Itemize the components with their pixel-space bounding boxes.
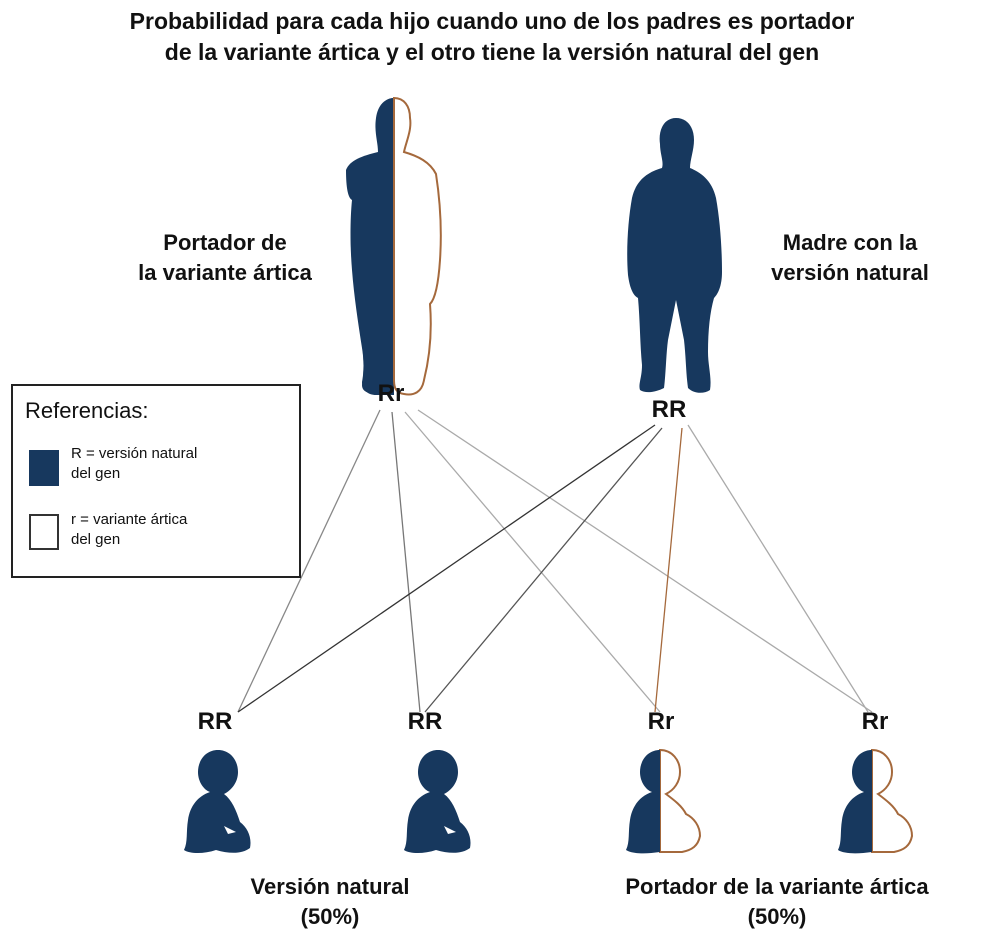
child-1-genotype: RR — [197, 708, 233, 735]
legend-item-arctic-line-2: del gen — [71, 531, 121, 548]
outcome-natural: Versión natural (50%) — [180, 872, 480, 932]
legend-item-natural-line-2: del gen — [71, 465, 121, 482]
line-mother-child3 — [654, 427, 683, 713]
legend-title: Referencias: — [25, 398, 149, 423]
outcome-natural-label: Versión natural — [250, 874, 410, 899]
line-mother-child2 — [424, 427, 663, 713]
outcome-natural-percent: (50%) — [300, 904, 360, 929]
father-right-half — [393, 96, 442, 396]
child-2-genotype: RR — [407, 708, 443, 735]
child-4-genotype: Rr — [861, 708, 889, 735]
legend-swatch-natural — [29, 450, 59, 486]
child-3-figure — [626, 748, 702, 854]
inheritance-lines — [237, 409, 873, 713]
child-figures — [184, 748, 914, 854]
child-2-figure — [404, 750, 471, 853]
mother-label-line-2: versión natural — [771, 260, 929, 285]
legend-item-natural-line-1: R = versión natural — [71, 445, 198, 462]
line-father-child2 — [391, 411, 421, 713]
father-genotype: Rr — [377, 380, 405, 407]
legend-item-arctic-line-1: r = variante ártica — [71, 511, 188, 528]
mother-genotype: RR — [651, 396, 687, 423]
diagram-title: Probabilidad para cada hijo cuando uno d… — [0, 6, 984, 68]
mother-label: Madre con la versión natural — [735, 228, 965, 288]
child-1-figure — [184, 750, 251, 853]
child-3-genotype: Rr — [647, 708, 675, 735]
mother-figure — [627, 118, 722, 393]
father-label-line-2: la variante ártica — [138, 260, 312, 285]
outcome-carrier: Portador de la variante ártica (50%) — [580, 872, 974, 932]
outcome-carrier-label: Portador de la variante ártica — [625, 874, 929, 899]
title-line-1: Probabilidad para cada hijo cuando uno d… — [129, 8, 855, 34]
line-mother-child1 — [237, 424, 656, 713]
title-line-2: de la variante ártica y el otro tiene la… — [164, 39, 820, 65]
legend-swatch-arctic — [29, 514, 59, 550]
line-father-child4 — [417, 409, 873, 713]
legend-item-arctic: r = variante ártica del gen — [71, 510, 281, 550]
father-label: Portador de la variante ártica — [100, 228, 350, 288]
line-mother-child4 — [687, 424, 869, 713]
mother-label-line-1: Madre con la — [782, 230, 918, 255]
child-4-figure — [838, 748, 914, 854]
line-father-child1 — [237, 409, 381, 713]
legend-item-natural: R = versión natural del gen — [71, 444, 281, 484]
legend-box: Referencias: R = versión natural del gen… — [11, 384, 301, 578]
father-label-line-1: Portador de — [163, 230, 287, 255]
father-figure — [346, 96, 442, 396]
outcome-carrier-percent: (50%) — [747, 904, 807, 929]
line-father-child3 — [404, 411, 661, 713]
